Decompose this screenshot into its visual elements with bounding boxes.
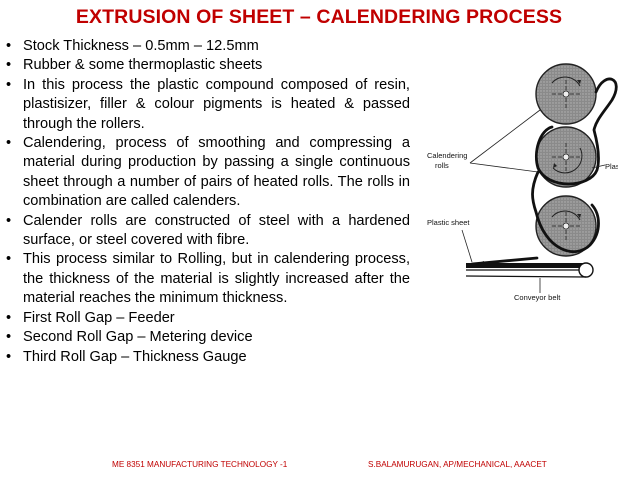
bullet-second-roll-gap: Second Roll Gap – Metering device (4, 328, 410, 348)
label-plastic: Plastic (605, 162, 618, 171)
conveyor-belt (465, 261, 594, 278)
bullet-list: Stock Thickness – 0.5mm – 12.5mm Rubber … (4, 37, 410, 367)
footer-course: ME 8351 MANUFACTURING TECHNOLOGY -1 (112, 460, 288, 469)
bullet-first-roll-gap: First Roll Gap – Feeder (4, 309, 410, 329)
bullet-roll-construction: Calender rolls are constructed of steel … (4, 212, 410, 251)
top-roll (535, 63, 597, 125)
bullet-third-roll-gap: Third Roll Gap – Thickness Gauge (4, 348, 410, 368)
label-rolls: rolls (435, 161, 449, 170)
label-plastic-sheet: Plastic sheet (427, 218, 470, 227)
bullet-stock-thickness: Stock Thickness – 0.5mm – 12.5mm (4, 37, 410, 57)
label-calendering: Calendering (427, 151, 467, 160)
bullet-calendering-definition: Calendering, process of smoothing and co… (4, 134, 410, 212)
calendering-diagram: Calendering rolls Plastic Plastic sheet … (427, 63, 618, 302)
label-conveyor-belt: Conveyor belt (514, 293, 561, 302)
bullet-rolling-comparison: This process similar to Rolling, but in … (4, 250, 410, 308)
bullet-materials: Rubber & some thermoplastic sheets (4, 56, 410, 76)
footer-author: S.BALAMURUGAN, AP/MECHANICAL, AAACET (368, 460, 547, 469)
bullet-process-description: In this process the plastic compound com… (4, 76, 410, 134)
slide-title: EXTRUSION OF SHEET – CALENDERING PROCESS (75, 6, 563, 28)
